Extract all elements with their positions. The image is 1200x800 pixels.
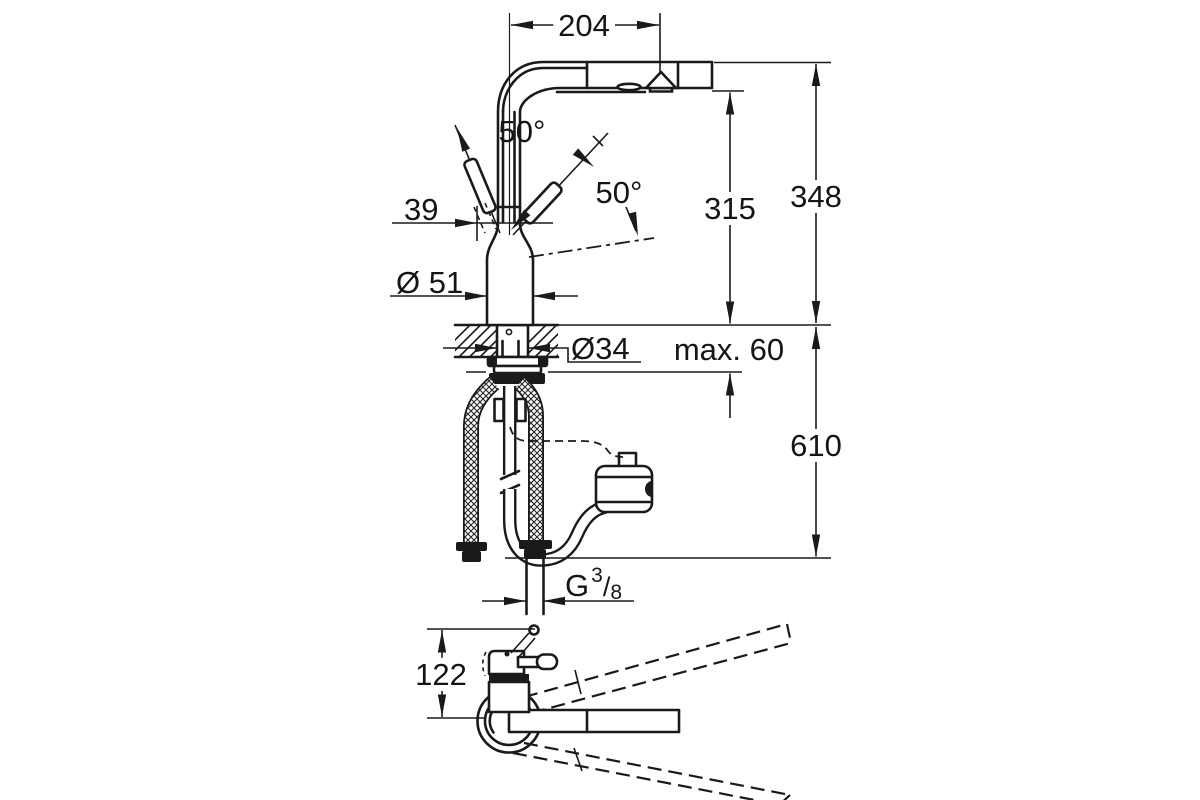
angle-arrow-right xyxy=(572,148,594,167)
plan-lever-shaft xyxy=(516,655,540,669)
pullout-hose xyxy=(499,386,608,567)
swivel-tick-upper xyxy=(574,669,582,695)
lever-line-tick xyxy=(592,135,604,147)
braided-hose-right xyxy=(514,377,544,541)
lever-position-right xyxy=(521,181,563,225)
plan-handle-cap xyxy=(487,649,526,676)
countertop xyxy=(453,323,560,359)
label-total-height: 348 xyxy=(790,179,842,214)
angle-arrow-lower xyxy=(627,211,638,236)
hole-center-dot xyxy=(505,328,513,336)
plan-handle-band xyxy=(489,674,529,683)
valve-notch xyxy=(645,481,652,497)
spray-nozzle xyxy=(644,70,678,90)
under-counter-assembly xyxy=(456,339,654,616)
label-spout-reach: 204 xyxy=(558,8,610,43)
label-angle-lower: 50° xyxy=(596,175,643,210)
braided-hose-left xyxy=(456,376,500,562)
dimension-labels: 204 50° 50° 39 Ø 51 Ø34 max. 60 315 348 … xyxy=(396,2,848,698)
label-spout-height: 315 xyxy=(704,191,756,226)
stabilizer-plate xyxy=(492,364,543,375)
check-valve xyxy=(594,451,654,514)
lever-extreme-dashdot xyxy=(528,237,655,258)
angle-arrow-left xyxy=(457,128,471,152)
dimensions-side xyxy=(390,13,831,606)
lever-pivot-arrow xyxy=(511,209,531,230)
lever-position-left xyxy=(463,157,497,215)
label-thread: G3/8 xyxy=(565,564,622,604)
mounting-nut xyxy=(489,373,545,384)
spout-inner-arc xyxy=(501,66,589,114)
swivel-tick-lower xyxy=(573,747,583,772)
label-body-diameter: Ø 51 xyxy=(396,265,463,300)
nozzle-lip xyxy=(648,86,674,93)
label-hose-drop: 610 xyxy=(790,428,842,463)
cap-detail-dot xyxy=(504,651,510,657)
label-angle-upper: 50° xyxy=(499,114,546,149)
swivel-range-dashed xyxy=(512,622,793,800)
label-plan-depth: 122 xyxy=(415,657,467,692)
plan-body xyxy=(487,680,531,714)
valve-body xyxy=(594,464,654,514)
label-hole-diameter: Ø34 xyxy=(571,331,630,366)
hose-routing-dashed xyxy=(509,426,624,458)
plan-lever-raised-tip xyxy=(528,624,540,636)
spray-button xyxy=(616,82,642,92)
label-max-thickness: max. 60 xyxy=(674,332,784,367)
cap-dashed-arc xyxy=(481,651,487,677)
hose-clip-left xyxy=(493,397,505,423)
hose-clip-right xyxy=(515,397,527,423)
plan-spout-arm xyxy=(507,708,681,734)
hose-break-mark xyxy=(499,469,521,481)
hose-fitting-right xyxy=(519,540,552,549)
handle-angle-callouts xyxy=(454,124,655,258)
plan-view xyxy=(427,622,793,800)
hose-fitting-left xyxy=(456,542,487,551)
plan-lever-tip xyxy=(535,653,559,671)
label-handle-width: 39 xyxy=(404,192,438,227)
